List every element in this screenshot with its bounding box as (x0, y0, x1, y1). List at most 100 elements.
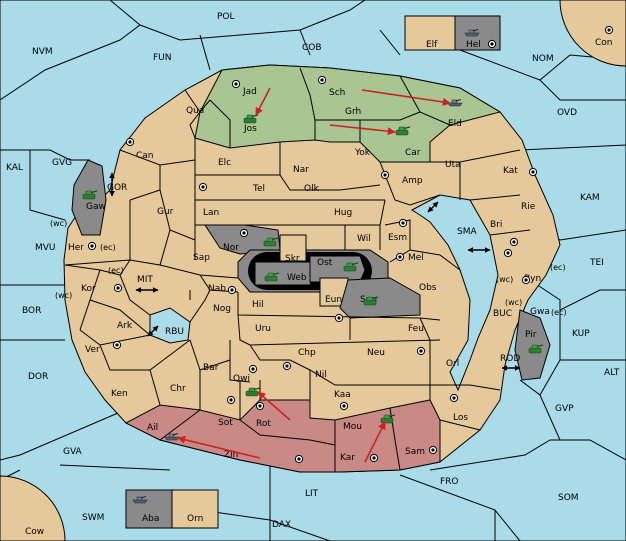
supply-center-icon (294, 454, 304, 464)
label-feu: Feu (408, 324, 424, 334)
label-kaa: Kaa (334, 390, 351, 400)
region-con (559, 0, 626, 67)
label-zin: Zin (224, 450, 238, 460)
supply-center-icon (198, 182, 208, 192)
label-skr: Skr (285, 254, 300, 264)
label-ail: Ail (147, 423, 158, 433)
label-gor: GOR (107, 183, 127, 193)
label-sma: SMA (457, 227, 477, 237)
coast-her-ec: (ec) (100, 243, 116, 252)
label-ken: Ken (111, 389, 128, 399)
order-arrows (177, 87, 451, 463)
label-gaw: Gaw (86, 202, 106, 212)
label-sot: Sot (218, 418, 233, 428)
supply-center-icon (112, 340, 122, 350)
land-borders (64, 67, 531, 472)
adjacency-arrows (109, 172, 521, 371)
label-som: SOM (558, 493, 579, 503)
label-orl: Orl (446, 359, 459, 369)
coast-byn-wc: (wc) (496, 275, 513, 284)
label-esm: Esm (388, 233, 407, 243)
label-pol: POL (217, 12, 235, 22)
supply-center-icon (231, 79, 241, 89)
coast-kor-wc: (wc) (55, 291, 72, 300)
label-cow: Cow (25, 527, 44, 537)
label-bar: Bar (203, 363, 219, 373)
label-yok: Yok (354, 148, 371, 158)
label-wil: Wil (357, 234, 371, 244)
label-hel: Hel (466, 40, 481, 50)
order-arrow (177, 435, 261, 459)
label-lan: Lan (203, 208, 219, 218)
land-labels: Elf Hel Jad Sch Qua Jos Grh Eld Can Yok … (68, 40, 550, 524)
label-qua: Qua (186, 106, 204, 116)
label-gva: GVA (63, 447, 83, 457)
supply-center-icon (125, 137, 135, 147)
order-arrow (255, 87, 271, 116)
label-gvg: GVG (52, 158, 72, 168)
coast-gwa-wc: (wc) (505, 298, 522, 307)
supply-center-icon (398, 218, 408, 228)
label-nog: Nog (213, 304, 231, 314)
label-neu: Neu (367, 348, 385, 358)
region-orn-box (171, 489, 219, 529)
order-arrow (364, 421, 386, 463)
supply-center-icon (248, 364, 258, 374)
label-dax: DAX (272, 520, 291, 530)
label-con: Con (595, 38, 613, 48)
supply-center-icon (604, 25, 614, 35)
supply-center-icon (317, 75, 327, 85)
label-swm: SWM (82, 513, 104, 523)
gray-sun (339, 277, 421, 319)
supply-center-icon (282, 361, 292, 371)
label-mvu: MVU (35, 243, 56, 253)
label-kup: KUP (572, 329, 590, 339)
label-orn: Orn (187, 514, 203, 524)
label-obs: Obs (419, 283, 437, 293)
supply-center-icon (428, 445, 438, 455)
supply-center-icon (521, 275, 531, 285)
label-chp: Chp (298, 348, 316, 358)
label-amp: Amp (402, 176, 423, 186)
label-nar: Nar (293, 165, 309, 175)
label-grh: Grh (345, 107, 361, 117)
label-sam: Sam (405, 447, 425, 457)
supply-center-icon (528, 167, 538, 177)
label-ovd: OVD (557, 108, 577, 118)
label-rot: Rot (256, 419, 271, 429)
label-kal: KAL (6, 163, 23, 173)
region-elf-box (404, 15, 456, 51)
order-arrow (361, 89, 451, 106)
label-elf: Elf (426, 40, 438, 50)
supply-center-icon (449, 393, 459, 403)
label-byn: Byn (524, 274, 541, 284)
label-kat: Kat (503, 166, 518, 176)
label-uta: Uta (445, 160, 461, 170)
label-pir: Pir (525, 330, 537, 340)
label-gwa: Gwa (530, 307, 550, 317)
label-ark: Ark (117, 321, 133, 331)
label-bor: BOR (22, 306, 41, 316)
label-car: Car (405, 148, 421, 158)
label-hug: Hug (334, 208, 352, 218)
label-cob: COB (302, 43, 322, 53)
label-kor: Kor (81, 284, 96, 294)
label-hil: Hil (252, 300, 264, 310)
label-jad: Jad (242, 87, 257, 97)
label-rod: ROD (500, 354, 520, 364)
label-gur: Gur (157, 207, 174, 217)
label-qwi: Qwi (233, 374, 250, 384)
supply-center-icon (239, 228, 249, 238)
supply-center-icon (509, 237, 519, 247)
supply-center-icon (503, 248, 513, 258)
supply-center-icon (255, 401, 265, 411)
order-arrow (329, 124, 396, 136)
label-kar: Kar (340, 453, 355, 463)
region-skr-box (279, 234, 307, 262)
label-fro: FRO (440, 477, 459, 487)
region-cow (0, 475, 66, 541)
label-los: Los (453, 413, 468, 423)
label-elc: Elc (218, 158, 231, 168)
label-buc: BUC (493, 309, 512, 319)
